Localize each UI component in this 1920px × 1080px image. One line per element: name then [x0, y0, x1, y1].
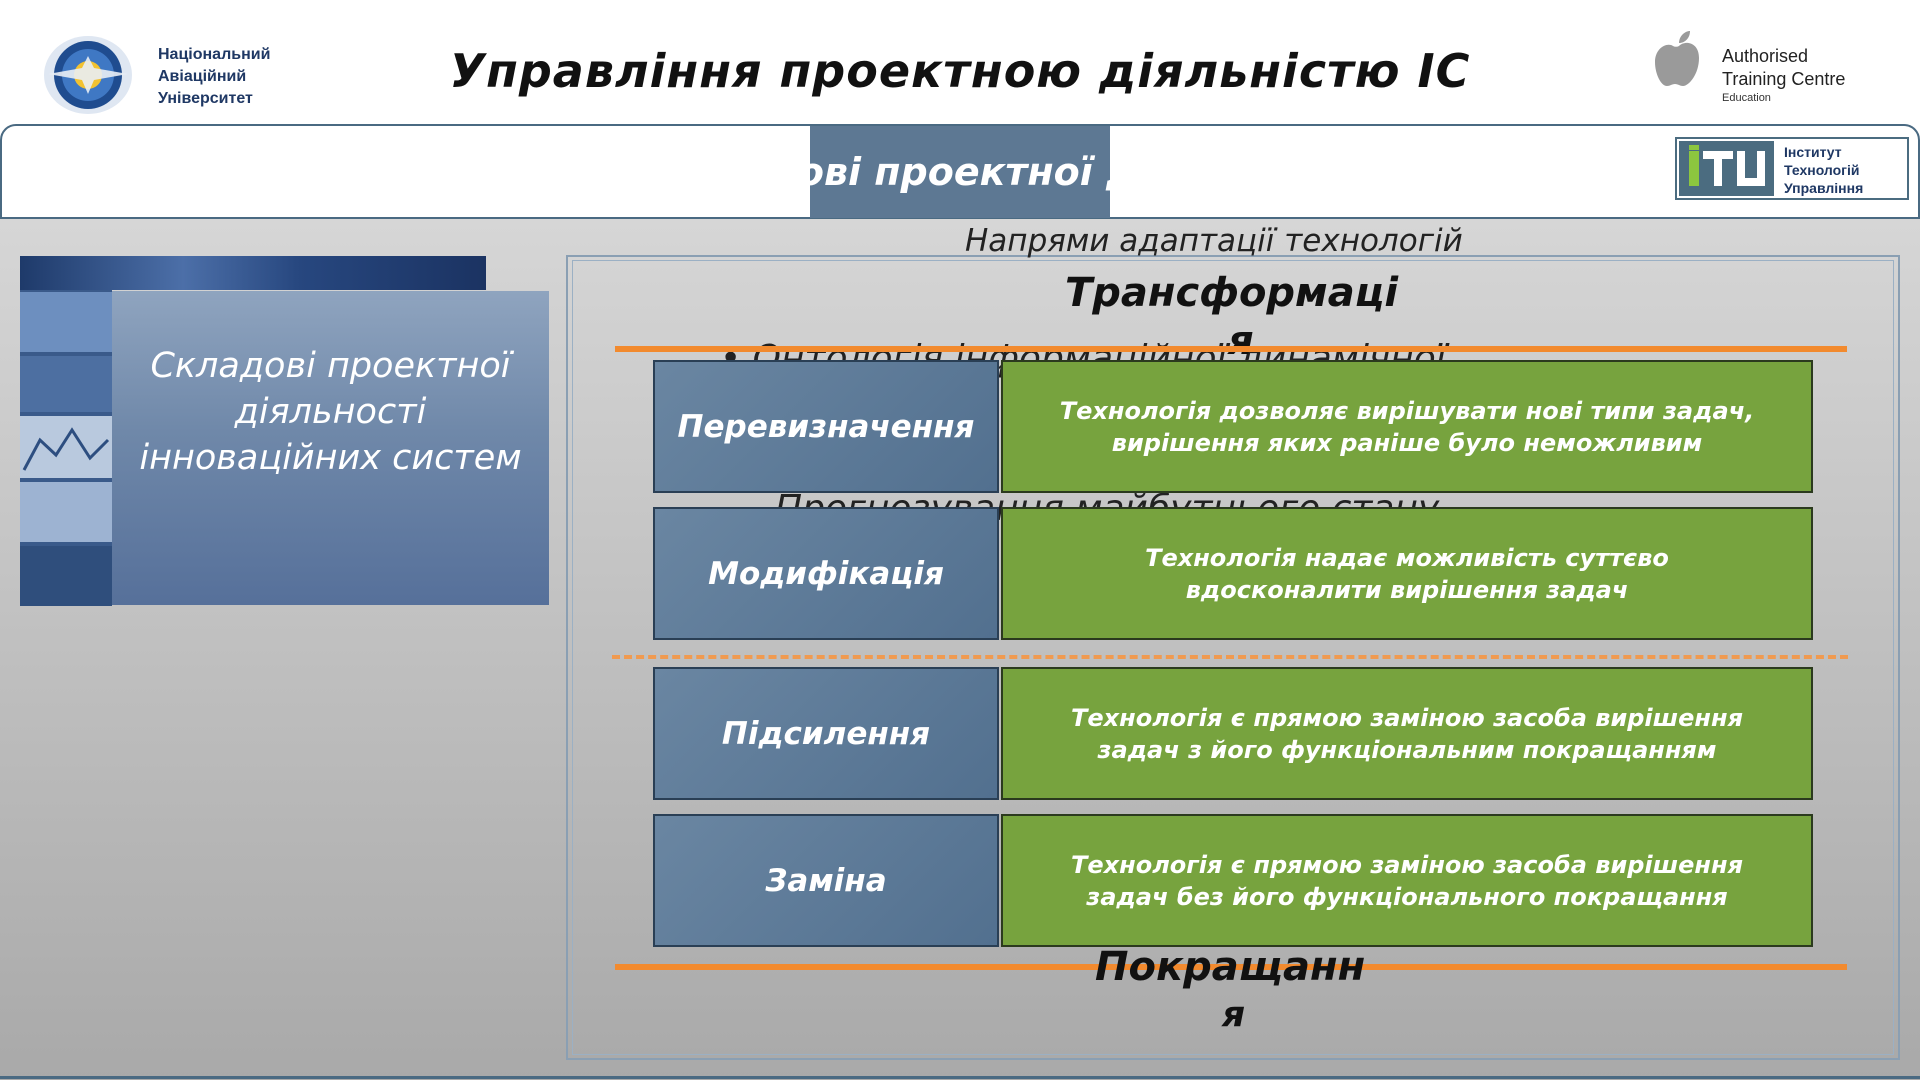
row-desc-redefinition: Технологія дозволяє вирішувати нові типи…: [1001, 360, 1813, 493]
row-label-substitution: Заміна: [653, 814, 999, 947]
footer-line: [0, 1076, 1920, 1079]
thumbnail-photos-icon: [20, 290, 112, 606]
itu-logo-icon: [1679, 141, 1774, 196]
row-desc-augmentation: Технологія є прямою заміною засоба виріш…: [1001, 667, 1813, 800]
itu-line1: Інститут: [1784, 143, 1863, 161]
itu-line2: Технологій: [1784, 161, 1863, 179]
itu-line3: Управління: [1784, 179, 1863, 197]
atc-line3: Education: [1722, 91, 1845, 105]
middle-divider: [612, 655, 1848, 659]
section-tab: Складові проектної діяльності інноваційн…: [810, 126, 1110, 218]
atc-line2: Training Centre: [1722, 68, 1845, 91]
itu-logo: Інститут Технологій Управління: [1675, 137, 1909, 200]
row-label-augmentation: Підсилення: [653, 667, 999, 800]
thumbnail-banner: [20, 256, 486, 290]
atc-line1: Authorised: [1722, 45, 1845, 68]
row-desc-substitution: Технологія є прямою заміною засоба виріш…: [1001, 814, 1813, 947]
itu-text: Інститут Технологій Управління: [1784, 143, 1863, 197]
page-title: Управління проектною діяльністю ІС: [0, 44, 1920, 98]
improvement-heading: Покращанн: [1095, 944, 1365, 990]
section-tab-text: Складові проектної діяльності інноваційн…: [810, 150, 1110, 194]
apple-icon: [1655, 30, 1703, 88]
transformation-heading-tail: я: [1228, 318, 1254, 364]
authorised-training-centre: Authorised Training Centre Education: [1722, 45, 1845, 105]
thumbnail-title: Складові проектної діяльності інноваційн…: [112, 343, 549, 481]
top-divider: [615, 346, 1847, 352]
improvement-heading-tail: я: [1222, 994, 1245, 1035]
diagram-subtitle: Напрями адаптації технологій: [965, 223, 1463, 259]
row-label-redefinition: Перевизначення: [653, 360, 999, 493]
row-label-modification: Модифікація: [653, 507, 999, 640]
row-desc-modification: Технологія надає можливість суттєво вдос…: [1001, 507, 1813, 640]
transformation-heading: Трансформаці: [1065, 270, 1398, 316]
